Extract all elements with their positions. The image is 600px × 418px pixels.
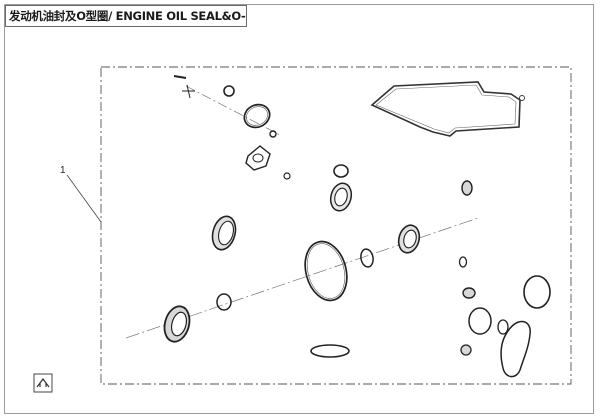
oil-seal [461, 180, 473, 196]
o-ring [333, 164, 349, 178]
o-ring [223, 85, 235, 97]
snap-ring-hole [252, 153, 264, 163]
oil-seal [211, 215, 237, 251]
o-ring-flat [310, 344, 350, 358]
o-ring [360, 248, 374, 268]
tiny-o-ring [283, 172, 291, 180]
page-title-text: 发动机油封及O型圈/ ENGINE OIL SEAL&O-RING [9, 9, 246, 23]
o-ring [497, 319, 509, 335]
snap-ring [245, 145, 271, 171]
o-ring-large [243, 103, 271, 129]
o-ring-large [304, 240, 348, 302]
gasket [370, 81, 521, 137]
gasket-inner [375, 84, 517, 134]
oil-seal [329, 182, 353, 212]
o-ring [468, 307, 492, 335]
o-ring [458, 256, 468, 268]
oil-seal [462, 287, 476, 299]
oil-seal [460, 344, 472, 356]
callout-number: 1 [60, 165, 66, 176]
small-o-ring [269, 130, 277, 138]
dowel-pin [173, 75, 187, 79]
parts-group-boundary [100, 66, 572, 385]
oil-seal [397, 224, 421, 254]
home-arrow-icon[interactable] [33, 373, 53, 393]
o-ring-large-inner [246, 106, 268, 126]
o-ring-large [523, 275, 551, 309]
shaped-o-ring [500, 320, 531, 378]
o-ring-large-inner [306, 243, 346, 299]
pin-tick2 [186, 84, 191, 99]
oil-seal [163, 305, 191, 343]
o-ring [216, 293, 232, 311]
diagram-frame [4, 4, 594, 414]
page-title: 发动机油封及O型圈/ ENGINE OIL SEAL&O-RING [5, 5, 247, 27]
gasket-tab [519, 95, 525, 101]
callout-leader [66, 174, 102, 223]
